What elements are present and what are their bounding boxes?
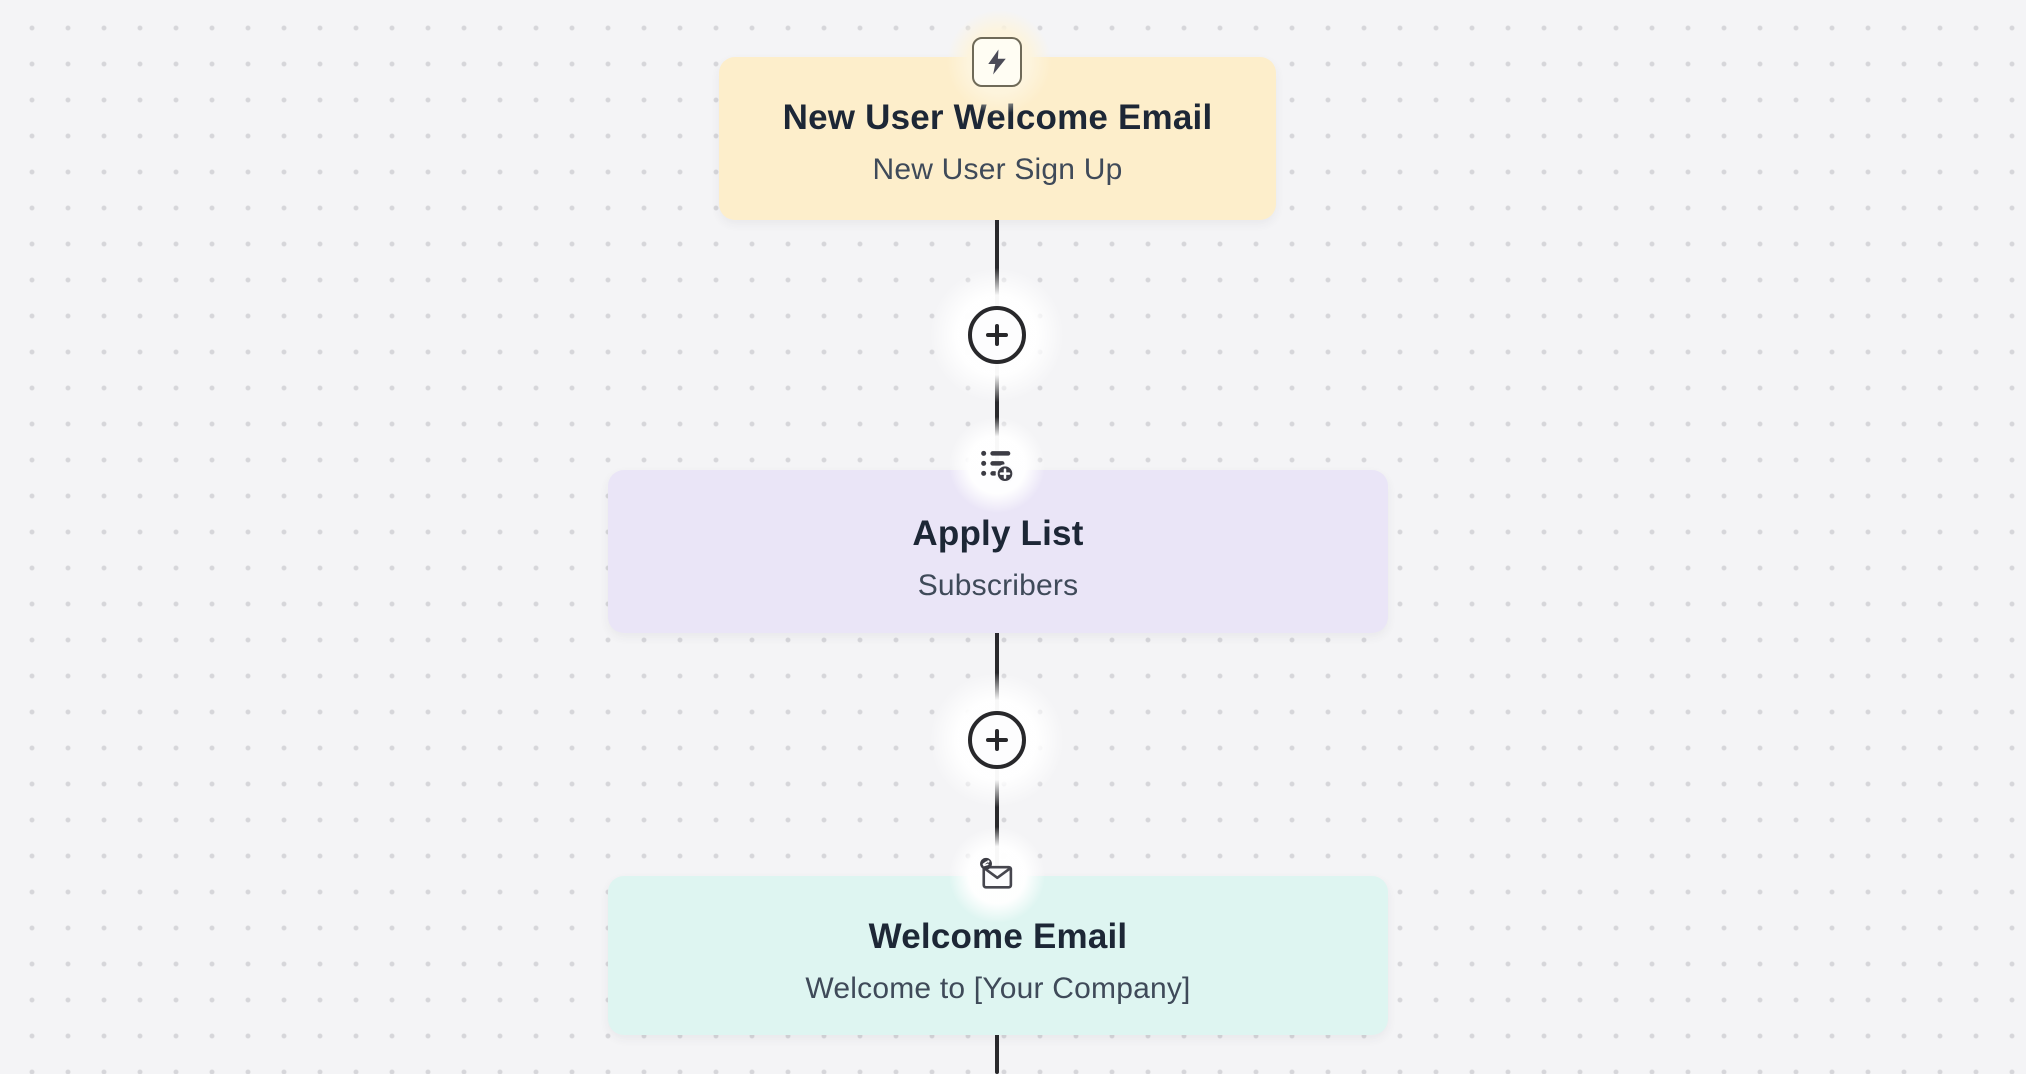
connector-line bbox=[995, 1032, 999, 1074]
list-add-icon bbox=[977, 445, 1017, 485]
node-title: Welcome Email bbox=[868, 917, 1128, 957]
trigger-badge bbox=[972, 37, 1022, 87]
plus-icon bbox=[982, 725, 1012, 755]
node-title: New User Welcome Email bbox=[782, 98, 1213, 138]
node-subtitle: Subscribers bbox=[917, 568, 1079, 602]
workflow-node-apply-list[interactable]: Apply List Subscribers bbox=[608, 470, 1388, 633]
plus-icon bbox=[982, 320, 1012, 350]
lightning-bolt-icon bbox=[982, 47, 1012, 77]
add-step-button[interactable] bbox=[968, 711, 1026, 769]
welcome-email-badge bbox=[974, 853, 1018, 897]
envelope-badge-icon bbox=[975, 854, 1017, 896]
node-title: Apply List bbox=[912, 514, 1084, 554]
apply-list-badge bbox=[975, 443, 1019, 487]
workflow-node-welcome-email[interactable]: Welcome Email Welcome to [Your Company] bbox=[608, 876, 1388, 1035]
node-subtitle: Welcome to [Your Company] bbox=[805, 971, 1191, 1005]
node-subtitle: New User Sign Up bbox=[872, 152, 1123, 186]
add-step-button[interactable] bbox=[968, 306, 1026, 364]
